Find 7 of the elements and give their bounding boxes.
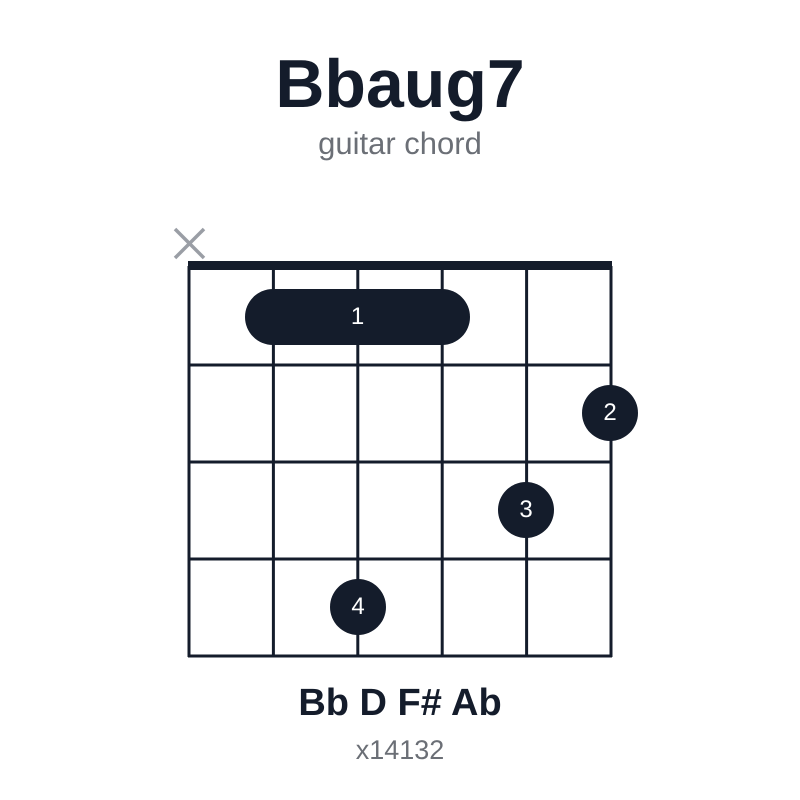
fingering-code: x14132 <box>354 737 446 764</box>
chord-notes: Bb D F# Ab <box>297 684 503 722</box>
finger-dot: 2 <box>582 385 638 441</box>
subtitle: guitar chord <box>317 128 483 159</box>
barre-marker: 1 <box>245 289 470 345</box>
finger-dot: 4 <box>330 579 386 635</box>
finger-dot: 3 <box>498 482 554 538</box>
